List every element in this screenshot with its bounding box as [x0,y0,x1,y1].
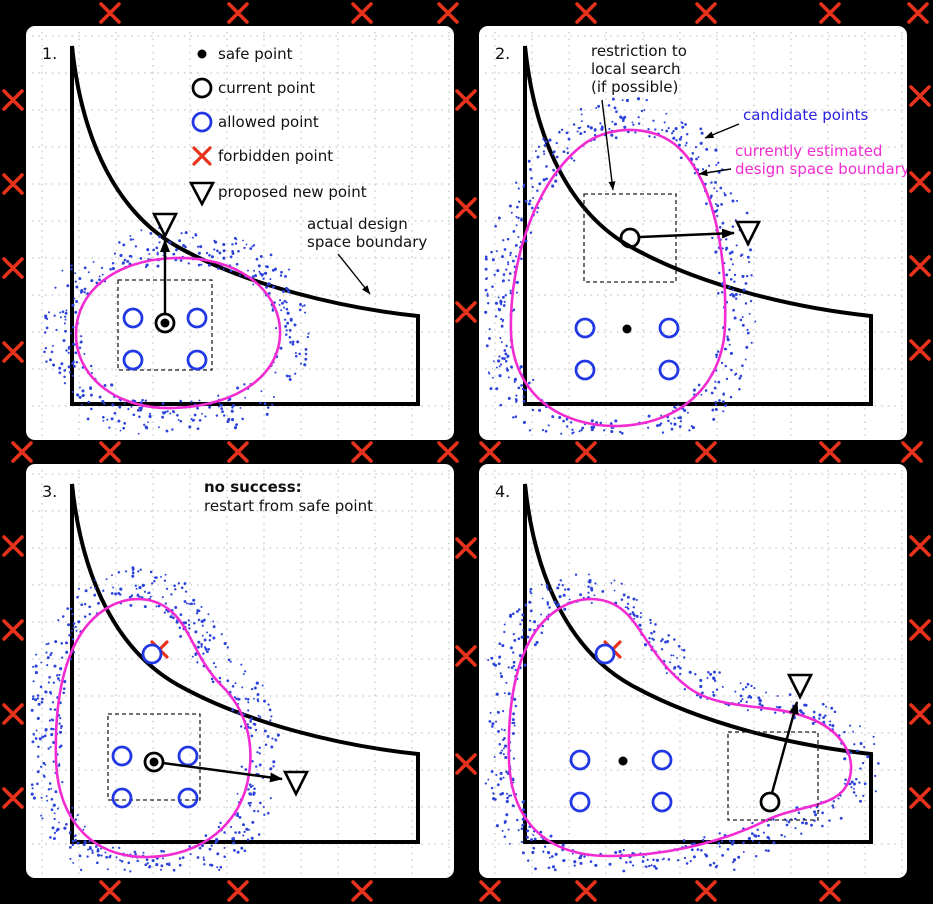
allowed-point-marker [574,359,596,381]
no-success-body: restart from safe point [204,497,373,515]
allowed-point-marker [569,791,591,813]
estimated-boundary-label-line1: currently estimated [735,142,882,160]
allowed-point-marker [186,307,208,329]
allowed-point-marker [658,359,680,381]
allowed-point-marker [651,749,673,771]
candidate-points-label: candidate points [743,106,868,124]
legend-safe-point-icon [197,49,207,59]
allowed-point-marker [111,745,133,767]
local-search-region [107,713,201,801]
allowed-point-marker [651,791,673,813]
safe-point-marker [149,757,159,767]
grid [32,470,450,874]
allowed-point-marker [177,787,199,809]
allowed-point-marker [574,317,596,339]
panel-4-diagram: 4. [484,470,903,874]
proposed-point-marker [282,770,310,797]
restriction-note-line2: local search [591,60,681,78]
legend-current-point-icon [191,77,213,99]
legend-current-point-label: current point [218,79,315,97]
panel-number: 2. [495,44,510,63]
legend-allowed-point-icon [191,111,213,133]
legend-proposed-point-icon [188,181,216,207]
panel-3: no success: restart from safe point 3. [26,464,454,878]
proposed-point-marker [734,220,762,247]
grid [485,470,903,874]
legend-proposed-point-label: proposed new point [218,183,367,201]
legend-allowed-point-label: allowed point [218,113,319,131]
legend-forbidden-point-label: forbidden point [218,147,333,165]
local-search-region [583,193,677,283]
allowed-point-marker [186,349,208,371]
allowed-point-marker [111,787,133,809]
estimated-boundary [509,128,727,428]
annotation-arrow [704,123,740,139]
panel-number: 1. [42,44,57,63]
restriction-note-line1: restriction to [591,42,687,60]
panel-1-diagram: safe point current point allowed point f… [32,32,450,436]
allowed-point-marker [141,643,163,665]
panel-number: 3. [42,482,57,501]
allowed-point-marker [594,643,616,665]
actual-design-space-boundary [523,483,873,844]
move-arrow [770,701,799,794]
allowed-point-marker [122,349,144,371]
actual-boundary-label-line1: actual design [307,215,408,233]
allowed-point-marker [122,307,144,329]
legend-forbidden-point-icon [192,146,212,166]
panel-4: 4. [479,464,907,878]
panel-2: restriction to local search (if possible… [479,26,907,440]
annotation-arrow [337,253,371,295]
allowed-point-marker [177,745,199,767]
proposed-point-marker [786,673,814,700]
actual-boundary-label-line2: space boundary [307,233,427,251]
annotation-arrow [601,99,616,191]
safe-point-marker [622,324,632,334]
panel-3-diagram: no success: restart from safe point 3. [30,470,450,874]
legend-safe-point-label: safe point [218,45,293,63]
allowed-point-marker [658,317,680,339]
estimated-boundary-label-line2: design space boundary [735,160,907,178]
safe-point-marker [160,318,170,328]
panel-2-diagram: restriction to local search (if possible… [484,32,907,436]
current-point-marker [759,791,781,813]
safe-point-marker [618,756,628,766]
actual-design-space-boundary [523,45,873,406]
allowed-point-marker [569,749,591,771]
panel-1: safe point current point allowed point f… [26,26,454,440]
panel-number: 4. [495,482,510,501]
move-arrow [162,761,283,783]
restriction-note-line3: (if possible) [591,78,678,96]
no-success-title: no success: [204,478,302,496]
